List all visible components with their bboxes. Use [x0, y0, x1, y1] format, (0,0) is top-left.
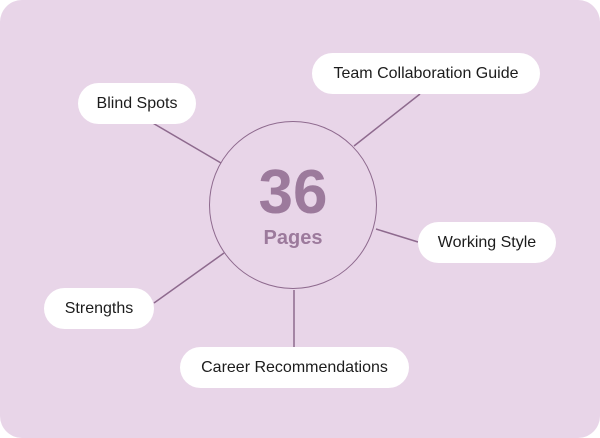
node-working-style: Working Style	[418, 222, 556, 263]
page-count-unit: Pages	[263, 227, 323, 249]
node-team-collaboration-guide: Team Collaboration Guide	[312, 53, 540, 94]
node-strengths: Strengths	[44, 288, 154, 329]
node-blind-spots: Blind Spots	[78, 83, 196, 124]
node-career-recommendations: Career Recommendations	[180, 347, 409, 388]
page-count: 36	[258, 158, 328, 227]
connector-working-style	[375, 228, 419, 243]
connector-team-collaboration	[353, 93, 421, 147]
connector-strengths	[153, 252, 225, 304]
center-circle: 36 Pages	[209, 121, 377, 289]
connector-blind-spots	[150, 121, 222, 164]
